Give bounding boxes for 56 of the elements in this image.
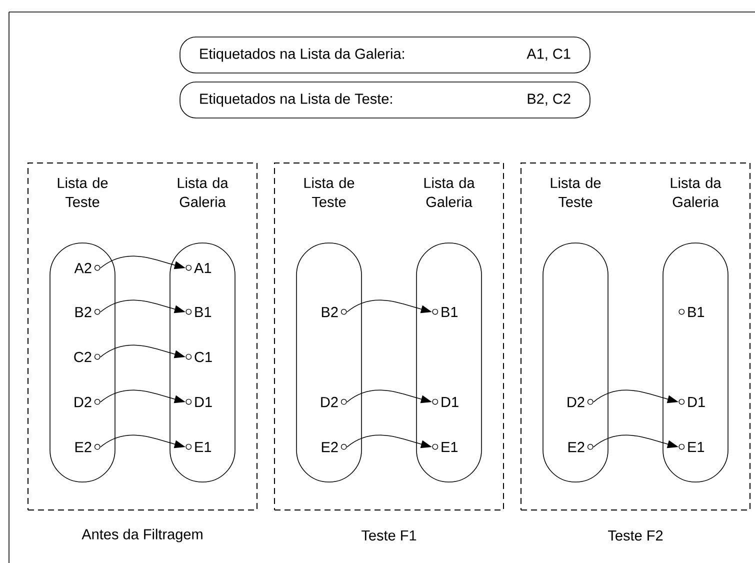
node-label: E2 [322,442,338,452]
node-label: A2 [74,262,92,274]
list-item: A2 [74,262,100,274]
node-label: D2 [321,396,338,408]
node-label: A1 [194,263,212,273]
dashed-panel [28,162,258,510]
list-item: C1 [186,352,212,362]
list-item: D1 [432,397,458,407]
node-label: Lista da Galeria [178,177,228,208]
node-label: Lista da Galeria [670,177,722,208]
list-item: E1 [432,442,458,452]
node-label: D2 [568,396,584,408]
node-label: B2 [322,306,338,318]
node-label: C2 [74,352,92,362]
label-pill: Etiquetados na Lista de Teste: B2, C2 [180,82,590,118]
node-label: Lista de Teste [304,177,354,208]
node-label: E2 [568,442,584,452]
list-item: B1 [186,307,212,317]
node-label: E1 [688,442,704,452]
node-label: E2 [75,442,92,452]
list-item: E1 [186,442,212,452]
node-label: Lista de Teste [58,177,108,208]
node-label: E1 [442,442,458,452]
node-label: D2 [74,396,92,408]
list-item: D1 [186,397,212,407]
dashed-panel [274,162,504,510]
panel-caption: Teste F2 [608,530,663,541]
node-label: D1 [195,397,212,407]
node-label: B1 [195,307,212,317]
list-item: D2 [74,396,100,408]
node-label: D1 [442,397,458,407]
node-label: C1 [194,352,212,362]
list-item: E2 [322,442,347,452]
list-item: D2 [568,396,594,408]
list-item: A1 [186,263,212,273]
list-item: E1 [678,442,704,452]
list-item: B1 [432,307,458,317]
list-item: D2 [321,396,347,408]
node-label: E1 [195,442,212,452]
label-pill: Etiquetados na Lista da Galeria: A1, C1 [180,36,590,74]
list-item: B1 [678,307,704,317]
list-item: B2 [75,306,100,318]
list-item: E2 [568,442,594,452]
panel-caption: Teste F1 [362,530,416,541]
node-label: Lista de Teste [550,177,601,208]
node-label: B1 [688,307,704,317]
dashed-panel [520,162,750,510]
node-label: B2 [75,306,92,318]
list-item: C2 [74,352,100,362]
list-item: D1 [678,397,705,407]
list-item: E2 [75,442,100,452]
panel-caption: Antes da Filtragem [82,528,202,542]
node-label: B1 [442,307,458,317]
node-label: Lista da Galeria [424,177,475,208]
node-label: D1 [688,397,705,407]
list-item: B2 [322,306,347,318]
